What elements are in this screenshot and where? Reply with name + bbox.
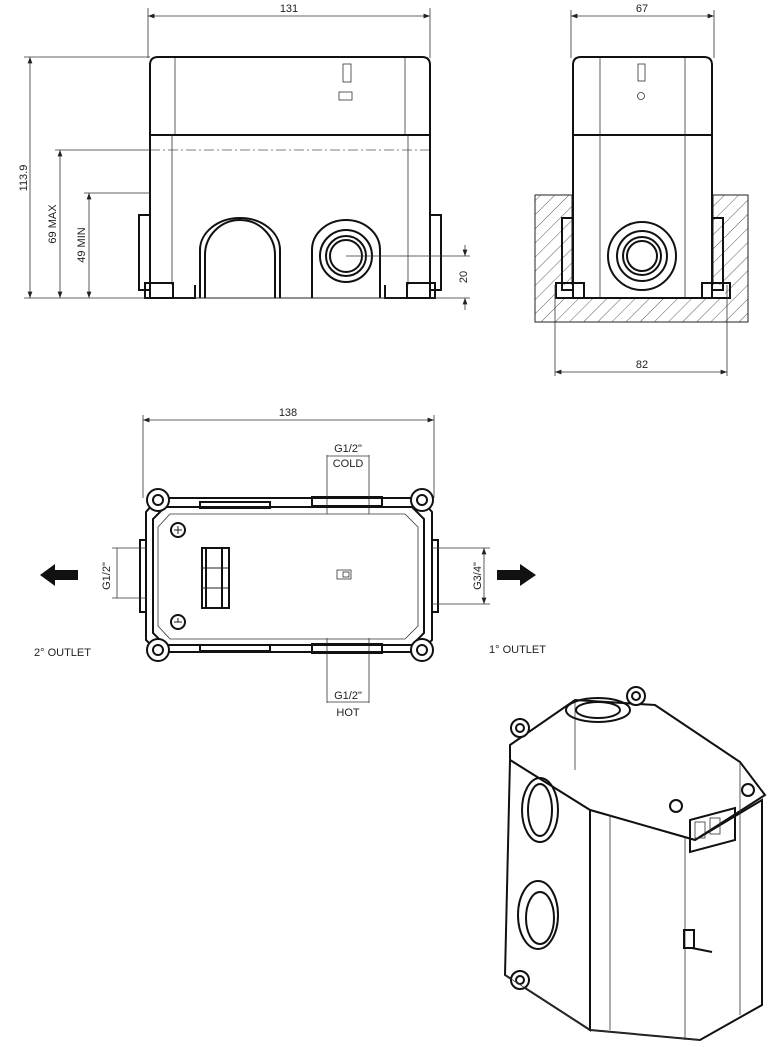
depth-bottom-label: 82 (636, 359, 648, 371)
width-label: 131 (280, 3, 298, 15)
front-view: 131 (18, 3, 470, 310)
inlet-label: 20 (458, 271, 470, 283)
hot-label: HOT (336, 707, 360, 719)
right-thread-label: G3/4" (472, 562, 484, 590)
left-outlet: G1/2" 2° OUTLET (34, 539, 147, 659)
dimension-min-49: 49 MIN (76, 192, 150, 298)
outlet-1-label: 1° OUTLET (489, 644, 546, 656)
dimension-max-69: 69 MAX (47, 149, 150, 298)
isometric-view (503, 686, 767, 1042)
hot-inlet: G1/2" HOT (311, 638, 383, 719)
dimension-depth-67: 67 (570, 3, 715, 58)
arrow-right-icon (497, 564, 536, 586)
max-label: 69 MAX (47, 204, 59, 244)
dimension-height-113-9: 113.9 (18, 56, 150, 299)
left-thread-label: G1/2" (101, 562, 113, 590)
side-view: 67 82 (534, 3, 749, 376)
dimension-depth-82: 82 (554, 285, 728, 376)
dimension-width-131: 131 (147, 3, 431, 58)
min-label: 49 MIN (76, 227, 88, 263)
height-label: 113.9 (18, 165, 30, 192)
cold-thread-label: G1/2" (334, 443, 362, 455)
depth-top-label: 67 (636, 3, 648, 15)
outlet-2-label: 2° OUTLET (34, 647, 91, 659)
arrow-left-icon (40, 564, 78, 586)
top-view: 138 G1/2" COLD G1/2" HOT (34, 407, 546, 719)
dimension-width-138: 138 (142, 407, 435, 498)
screw-icons (170, 522, 186, 630)
hot-thread-label: G1/2" (334, 690, 362, 702)
cold-label: COLD (333, 458, 364, 470)
right-outlet: G3/4" 1° OUTLET (431, 539, 546, 656)
corner-lugs (146, 488, 434, 662)
top-width-label: 138 (279, 407, 297, 419)
dimension-inlet-20: 20 (346, 245, 470, 310)
cold-inlet: G1/2" COLD (311, 443, 383, 514)
front-body (138, 56, 442, 299)
